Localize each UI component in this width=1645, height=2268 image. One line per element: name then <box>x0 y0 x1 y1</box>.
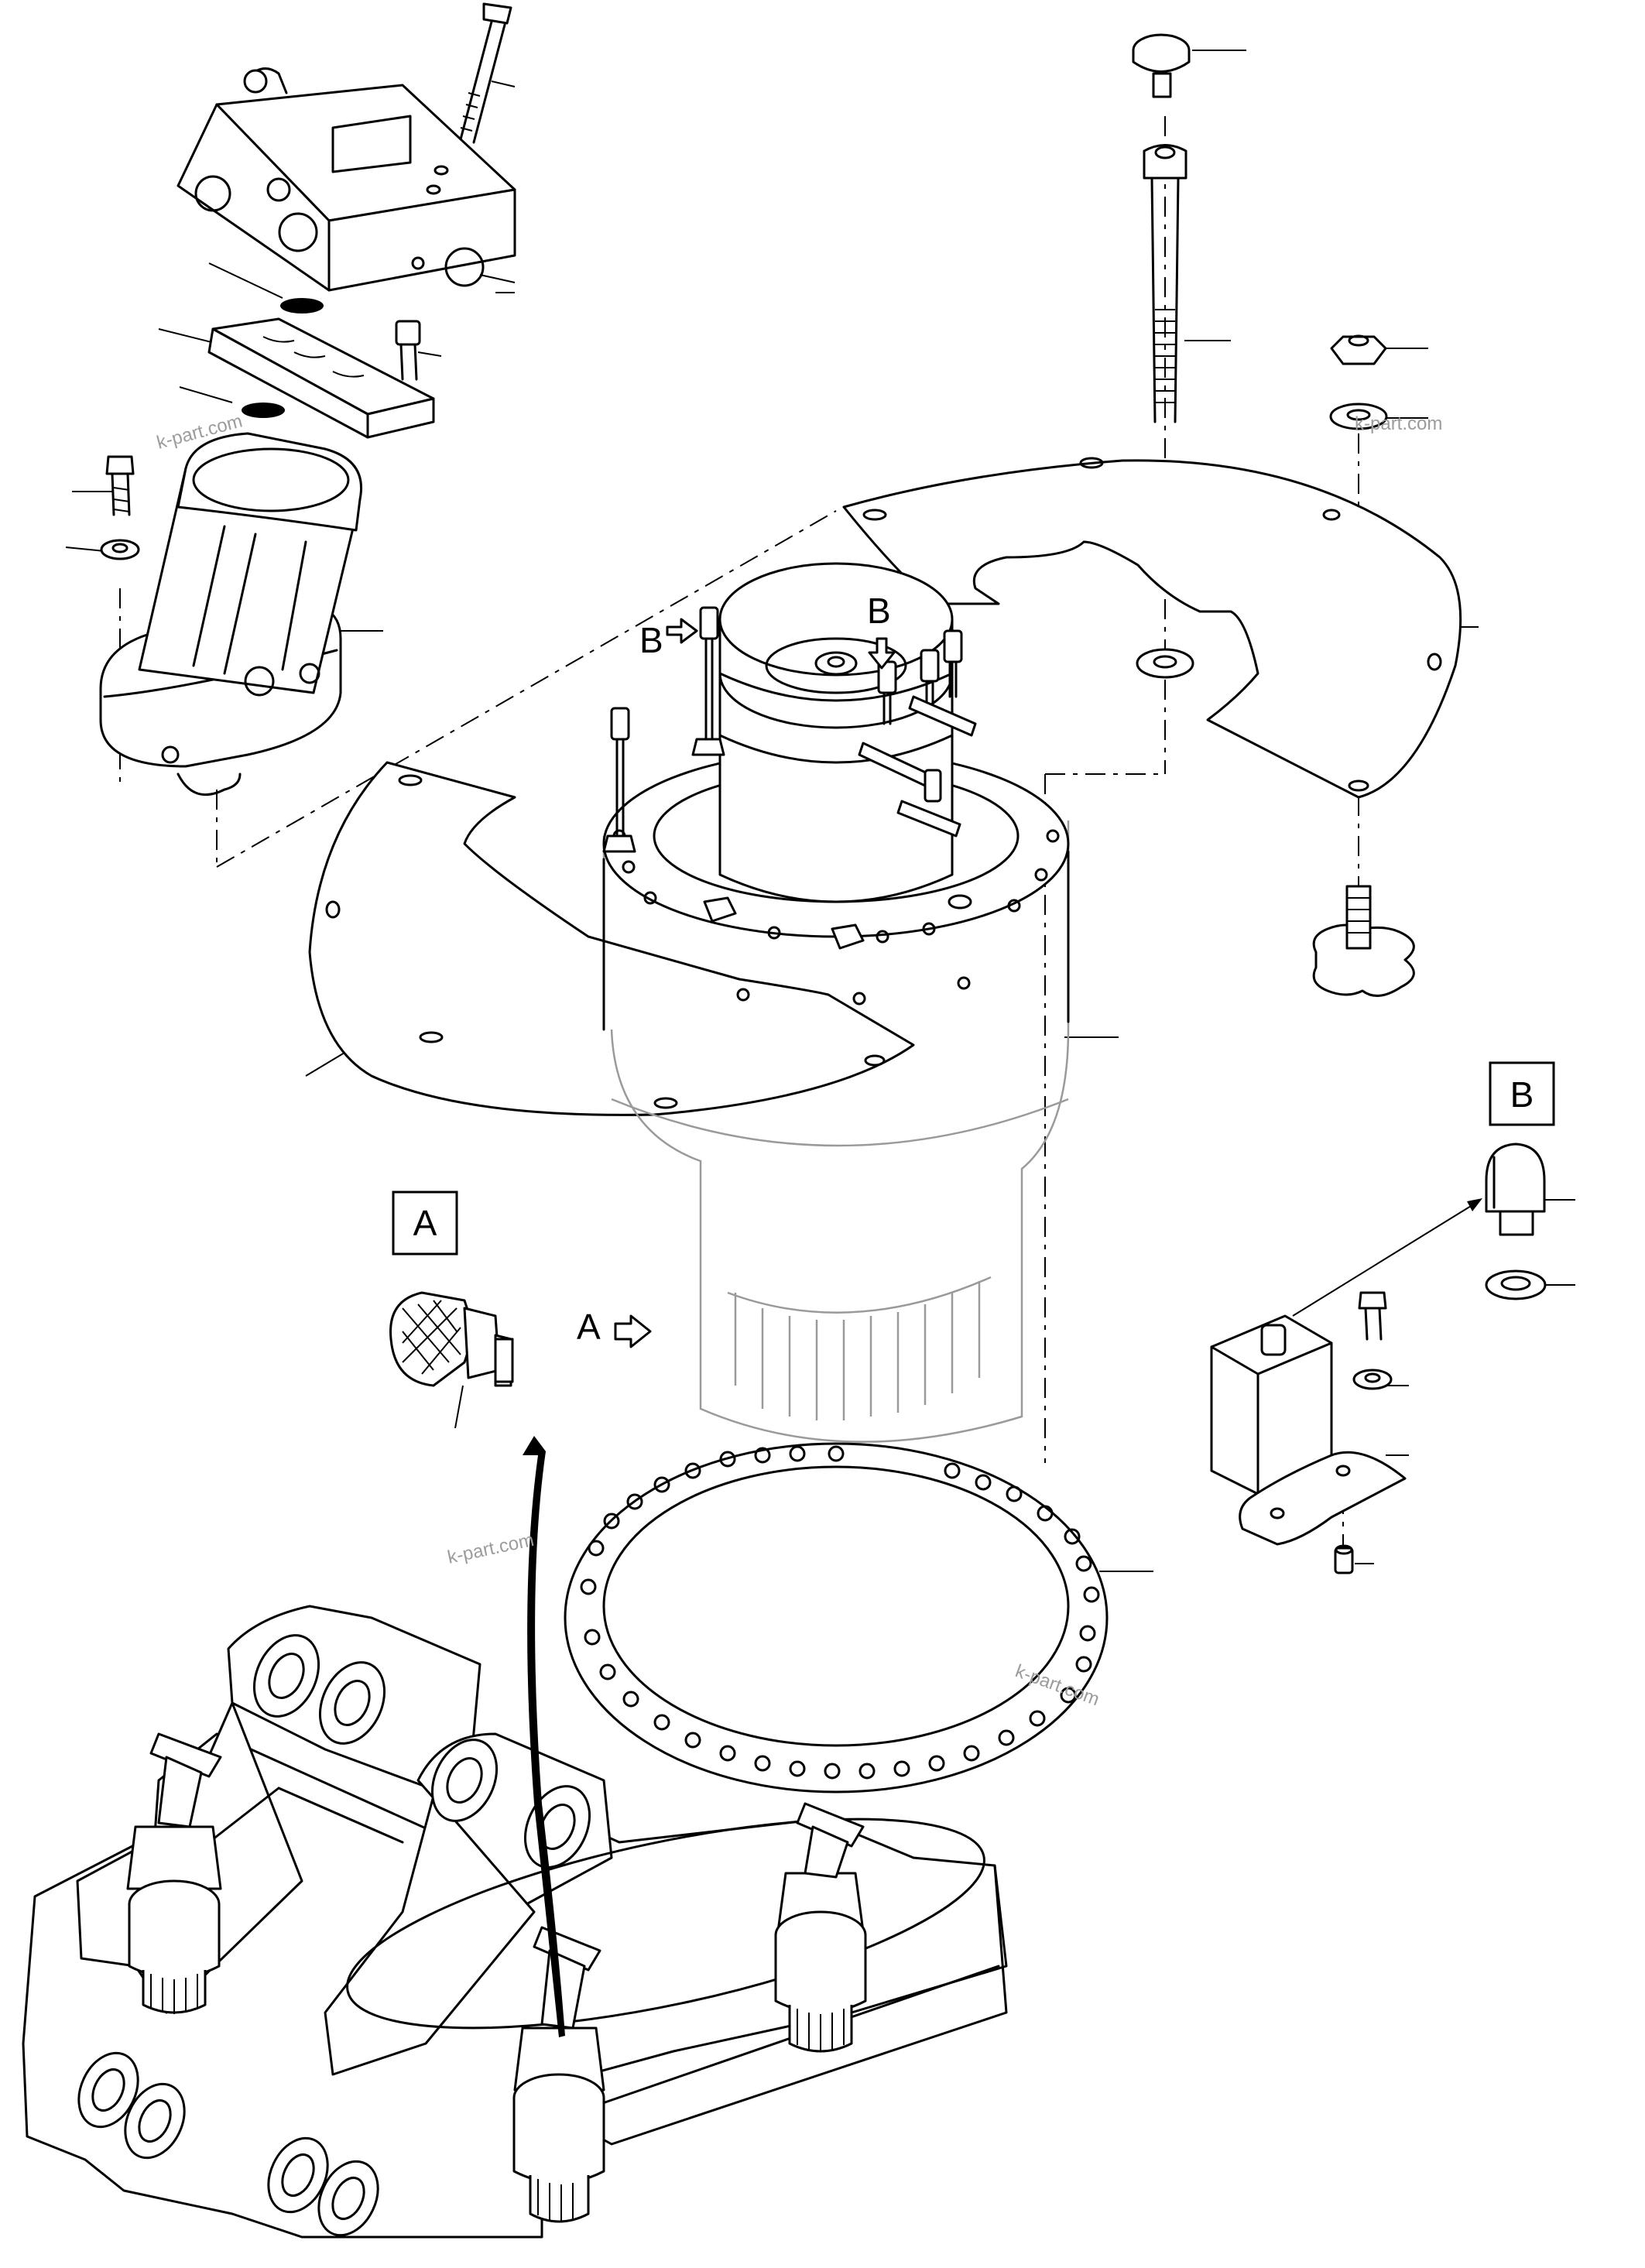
frame-swing-motor-left <box>126 1732 222 2014</box>
long-bolt <box>1143 144 1187 423</box>
callout-arrow-b1: B <box>639 618 698 660</box>
breather-arrow <box>1292 1198 1482 1317</box>
frame-swing-motor-right <box>774 1802 867 2053</box>
hex-nut <box>1330 334 1387 365</box>
detail-a-box: A <box>392 1191 458 1256</box>
valve-bolt <box>459 2 512 144</box>
motor-bolt <box>105 455 135 516</box>
bracket-bolt <box>1358 1291 1387 1341</box>
detail-b-box: B <box>1489 1061 1555 1126</box>
o-ring-lower <box>242 403 285 418</box>
strainer-fitting <box>389 1291 514 1387</box>
gasket-washer <box>1136 648 1194 679</box>
small-plug <box>1334 1544 1354 1574</box>
arrow-b1-label: B <box>639 620 663 660</box>
breather-bracket <box>1210 1314 1407 1546</box>
swing-gearbox <box>602 562 1070 1443</box>
swing-motor <box>99 432 362 797</box>
breather-fittings <box>602 606 977 853</box>
gearbox-bolt-holes <box>612 829 1060 1006</box>
left-gasket <box>308 761 915 1116</box>
adapter-plate <box>207 317 435 439</box>
left-gasket-holes <box>325 774 886 1109</box>
bottom-knob <box>1312 885 1415 997</box>
ring-bolt-holes <box>580 1445 1100 1780</box>
motor-washer <box>100 539 140 560</box>
plate-screw <box>395 320 421 381</box>
watermark: k-part.com <box>446 1530 536 1568</box>
arrow-b2-label: B <box>867 591 891 631</box>
bracket-washer <box>1352 1369 1393 1390</box>
detail-b-label: B <box>1510 1074 1534 1115</box>
installation-arrow <box>523 1436 565 2037</box>
watermark: k-part.com <box>1355 413 1442 434</box>
cap-knob <box>1132 33 1191 98</box>
right-gasket <box>842 459 1462 799</box>
hydraulic-valve-block <box>176 67 516 292</box>
arrow-a-label: A <box>577 1307 601 1347</box>
slewing-ring <box>564 1442 1109 1794</box>
right-gasket-holes <box>862 457 1442 792</box>
callout-arrow-b2: B <box>867 591 896 670</box>
breather-cap <box>1485 1143 1546 1236</box>
detail-a-label: A <box>413 1203 437 1243</box>
flat-washer <box>1329 403 1388 430</box>
pinion-gear <box>727 1276 992 1420</box>
o-ring-upper <box>280 298 324 313</box>
breather-washer <box>1485 1269 1547 1300</box>
callout-arrow-a: A <box>577 1307 652 1348</box>
